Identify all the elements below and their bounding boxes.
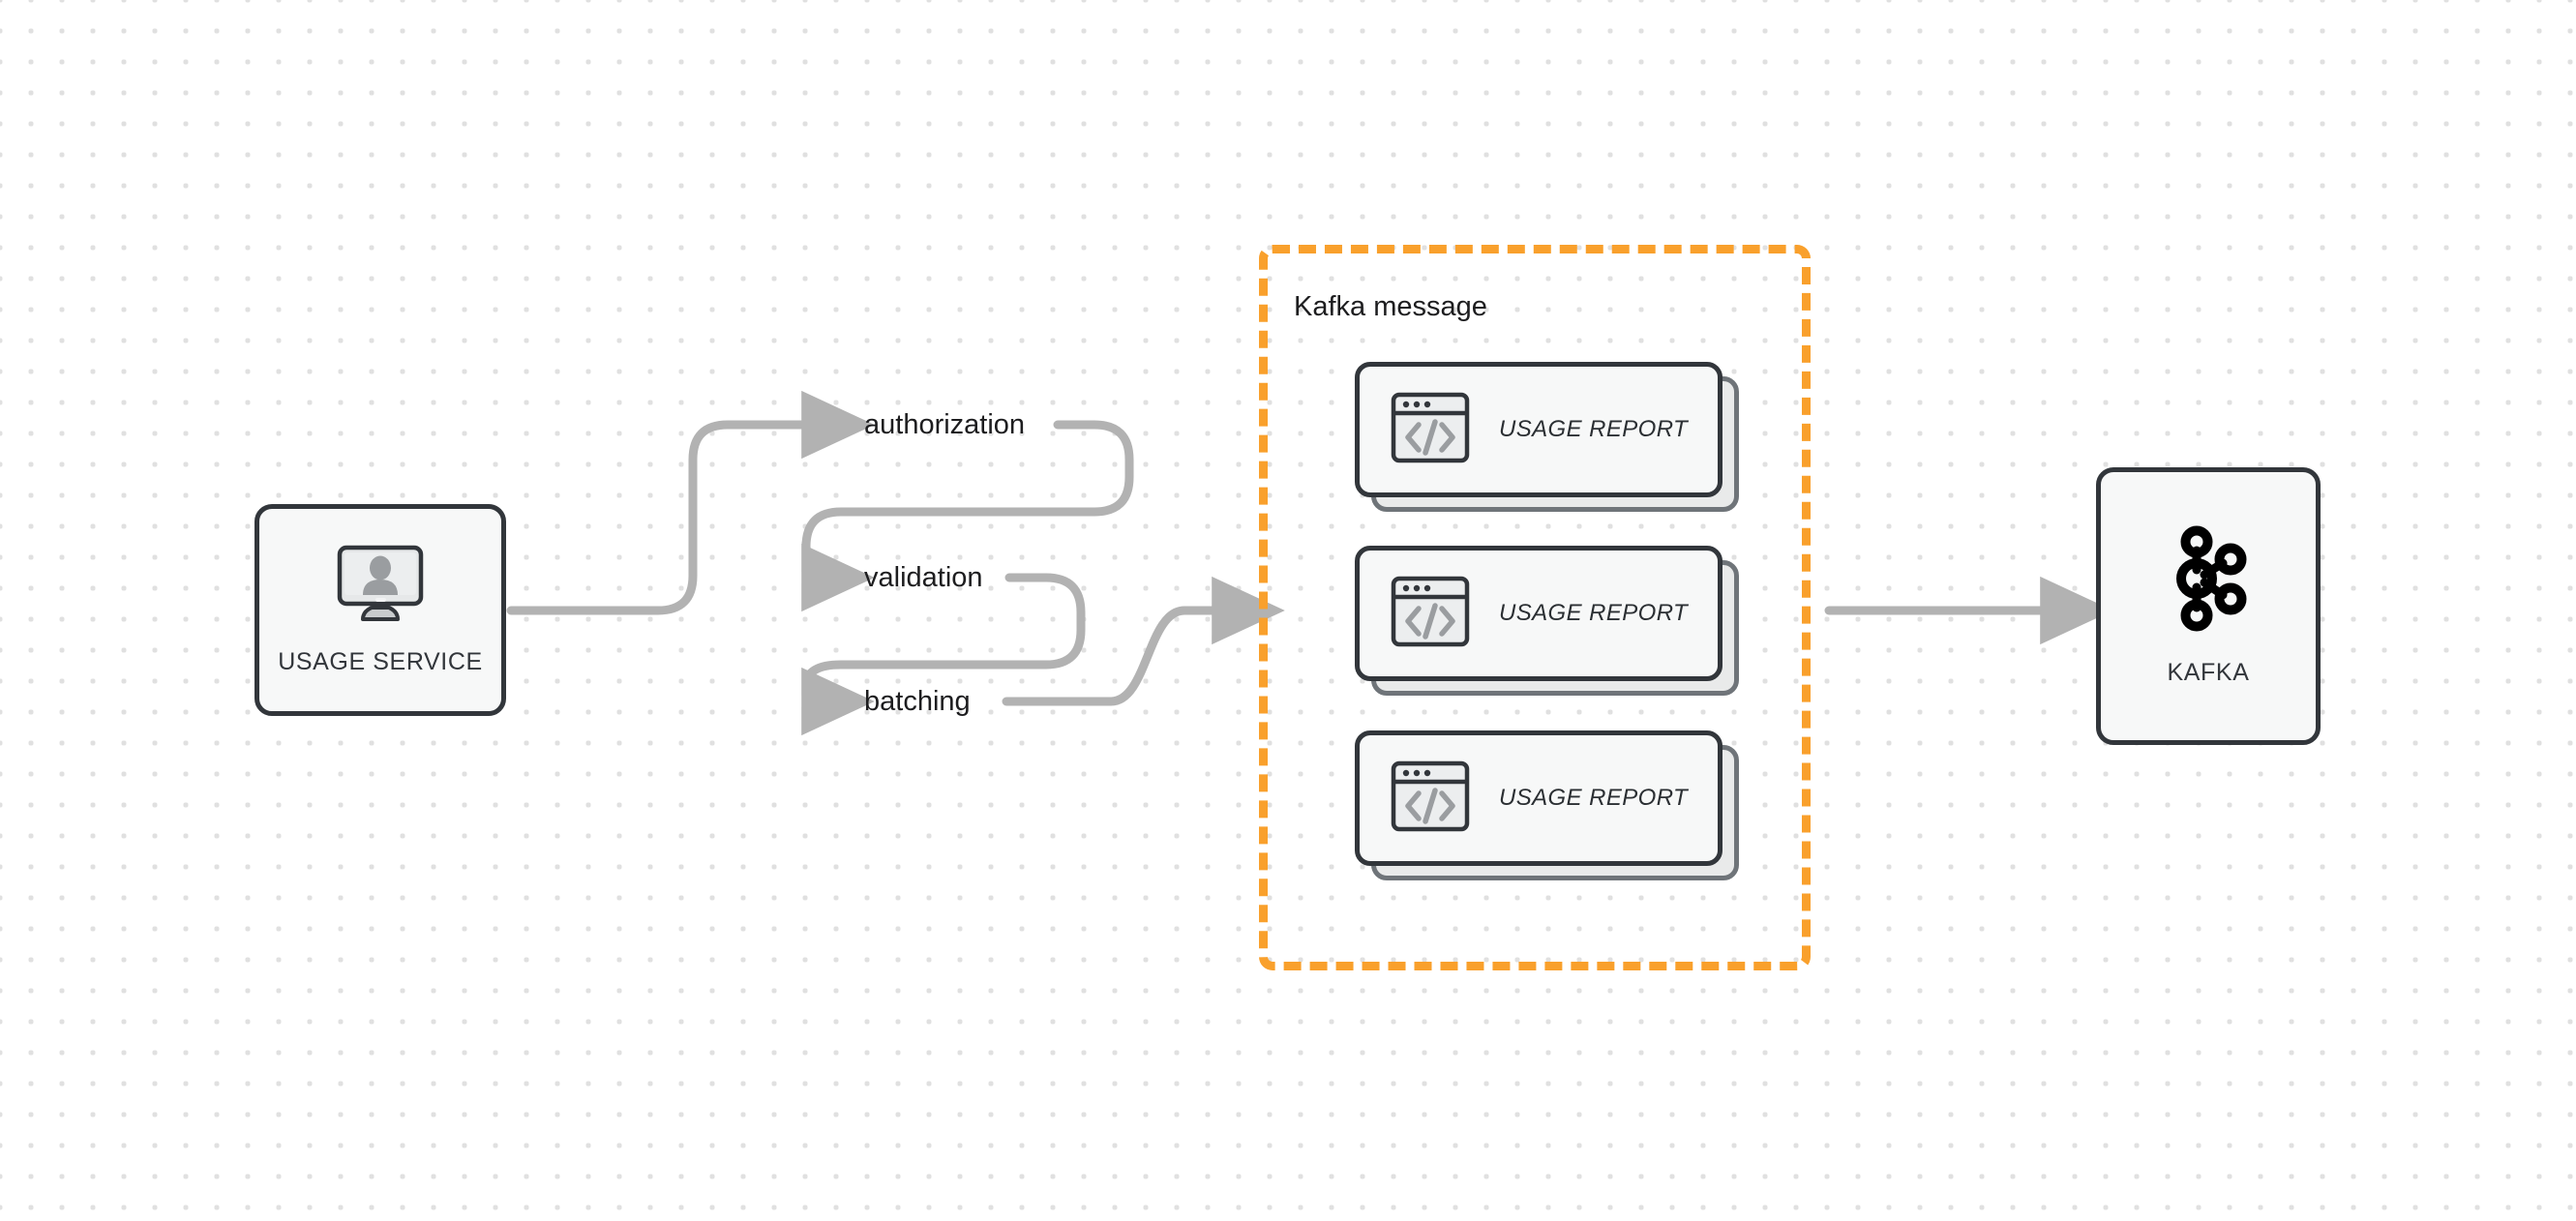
connector-authorization-to-validation <box>801 420 1134 612</box>
connector-batching-to-kafka-group <box>1002 576 1285 706</box>
card-front: USAGE REPORT <box>1355 546 1722 681</box>
pipeline-step-authorization[interactable]: authorization <box>864 409 1026 440</box>
code-window-icon <box>1360 392 1470 468</box>
code-window-icon <box>1360 760 1470 837</box>
connector-validation-to-batching <box>801 573 1086 736</box>
node-kafka[interactable]: KAFKA <box>2096 467 2321 745</box>
usage-report-card[interactable]: USAGE REPORT <box>1355 546 1739 696</box>
node-usage-service-label: USAGE SERVICE <box>278 648 483 675</box>
usage-report-label: USAGE REPORT <box>1499 600 1689 626</box>
usage-report-card[interactable]: USAGE REPORT <box>1355 730 1739 880</box>
usage-report-label: USAGE REPORT <box>1499 785 1689 811</box>
card-front: USAGE REPORT <box>1355 362 1722 497</box>
kafka-logo-icon <box>2162 525 2255 632</box>
node-kafka-label: KAFKA <box>2167 659 2250 686</box>
code-window-icon <box>1360 576 1470 652</box>
usage-report-label: USAGE REPORT <box>1499 416 1689 442</box>
pipeline-step-batching[interactable]: batching <box>864 686 971 717</box>
node-usage-service[interactable]: USAGE SERVICE <box>255 504 506 716</box>
kafka-message-group-title: Kafka message <box>1294 291 1487 322</box>
usage-report-card[interactable]: USAGE REPORT <box>1355 362 1739 512</box>
connector-usage-service-to-authorization <box>506 390 875 615</box>
card-front: USAGE REPORT <box>1355 730 1722 866</box>
monitor-user-icon <box>334 544 427 629</box>
kafka-message-group <box>1259 245 1811 970</box>
pipeline-step-validation[interactable]: validation <box>864 562 983 593</box>
